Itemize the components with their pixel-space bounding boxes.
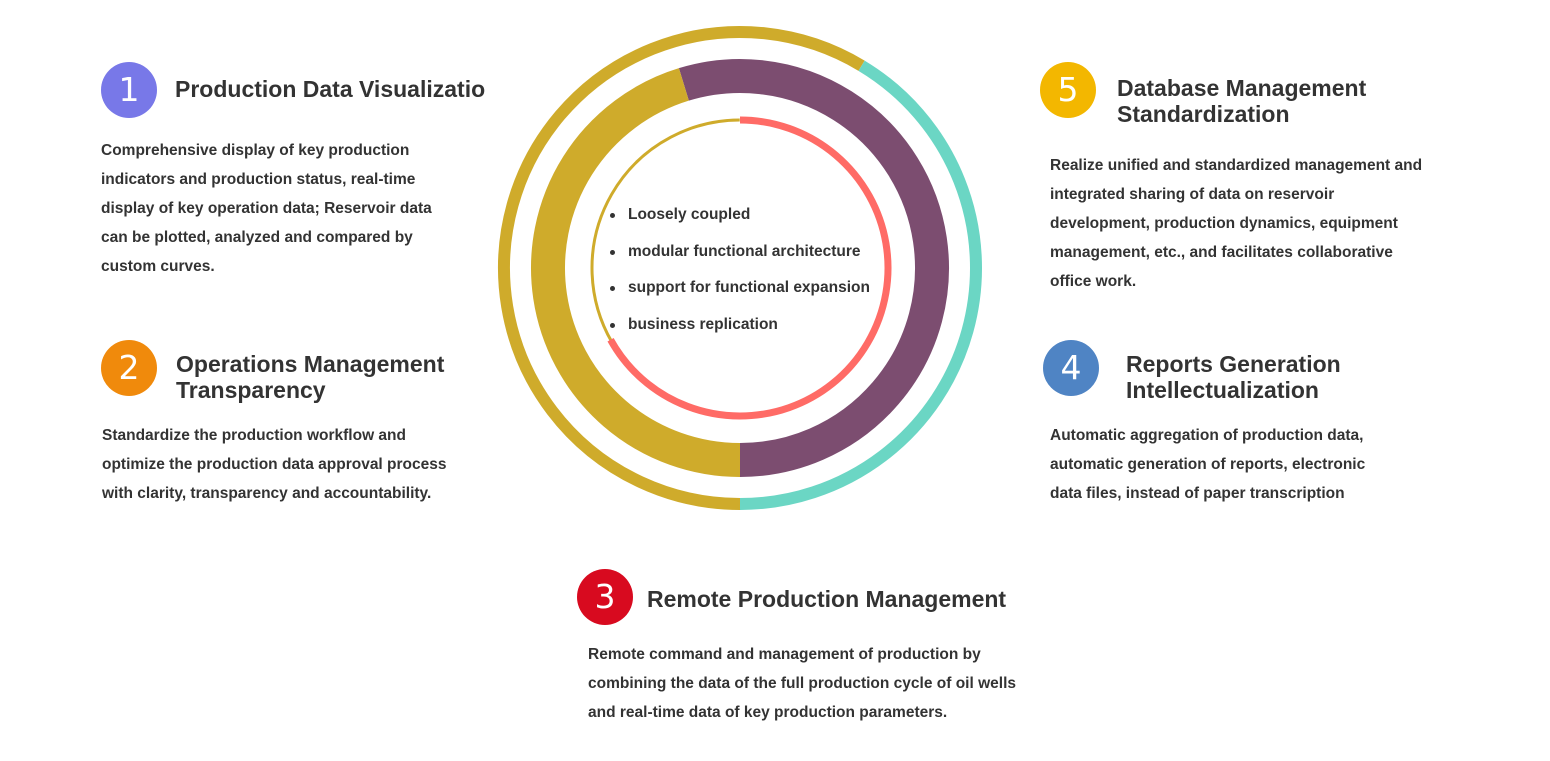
badge-3: 3: [577, 569, 633, 625]
middle-ring-purple-segment: [678, 59, 949, 477]
outer-ring-gold-segment: [498, 26, 865, 510]
middle-ring: [531, 59, 949, 477]
center-item-text: Loosely coupled: [628, 206, 751, 223]
center-item-text: modular functional architecture: [628, 242, 861, 260]
feature-3-desc: Remote command and management of product…: [588, 646, 1016, 721]
outer-ring: [498, 26, 982, 510]
bullet-icon: [610, 322, 615, 328]
bullet-icon: [610, 249, 615, 255]
feature-5-desc: Realize unified and standardized managem…: [1050, 157, 1423, 290]
feature-1-title: Production Data Visualizatior: [175, 76, 486, 102]
inner-ring: [590, 116, 892, 420]
outer-ring-teal-segment: [739, 60, 982, 510]
badge-2: 2: [101, 340, 157, 396]
feature-4-title: Reports Generation Intellectualization: [1126, 351, 1341, 403]
feature-1-desc: Comprehensive display of key production …: [101, 142, 432, 275]
center-list-item: modular functional architecture: [610, 237, 870, 274]
center-list-item: Loosely coupled: [610, 200, 870, 237]
badge-1: 1: [101, 62, 157, 118]
bullet-icon: [610, 213, 615, 218]
feature-2-desc: Standardize the production workflow and …: [102, 427, 447, 502]
center-item-text: support for functional expansion: [628, 279, 870, 296]
center-list: Loosely coupled modular functional archi…: [610, 200, 870, 346]
inner-ring-red-segment: [607, 116, 892, 420]
center-item-text: business replication: [628, 315, 778, 333]
feature-5-title: Database Management Standardization: [1117, 75, 1367, 127]
middle-ring-gold-segment: [531, 68, 741, 477]
feature-3-title: Remote Production Management: [647, 586, 1007, 612]
badge-5: 5: [1040, 62, 1096, 118]
badge-4: 4: [1043, 340, 1099, 396]
bullet-icon: [610, 286, 615, 291]
ring-diagram: [498, 26, 982, 510]
feature-2-title: Operations Management Transparency: [176, 351, 445, 403]
center-list-item: support for functional expansion: [610, 273, 870, 310]
center-list-item: business replication: [610, 310, 870, 347]
feature-4-desc: Automatic aggregation of production data…: [1050, 427, 1366, 502]
